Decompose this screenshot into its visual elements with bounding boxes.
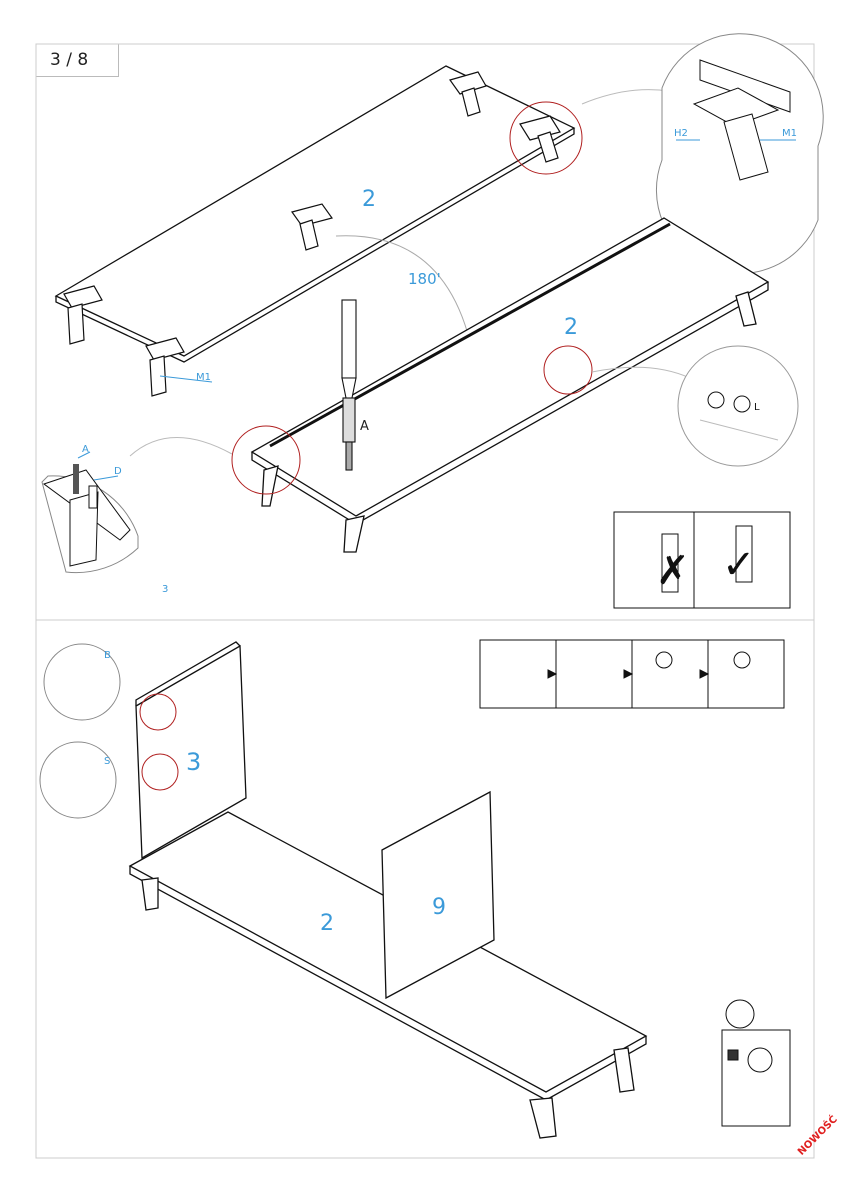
part-number-9: 9 [432,895,446,920]
dowel-detail [41,451,139,574]
part-number-top: 2 [362,187,376,212]
screwdriver-tool [341,299,357,471]
cross-mark-icon: ✗ [656,548,690,594]
label-s: S [104,756,110,767]
dowel-callout-circle [231,425,301,495]
label-l: L [754,402,760,413]
detail-s [39,741,117,819]
fitting-sequence [479,639,785,709]
label-m1-detail: M1 [782,128,797,139]
legs-inverted [63,71,561,397]
label-d: D [114,466,122,477]
callout-connector-2 [591,366,691,379]
part-number-3: 3 [186,748,201,776]
part-number-base2: 2 [320,911,334,936]
page-indicator-box: 3 / 8 [36,44,119,77]
label-h2: H2 [674,128,688,139]
tool-label: A [360,419,369,434]
corner-detail [655,33,824,275]
m1-leader [159,375,213,383]
page-frame [35,43,815,1159]
corner-callout-circle [509,101,583,175]
callout-connector-3 [129,437,233,457]
cam-callout-circle [543,345,593,395]
label-a: A [82,444,89,455]
cam-insertion-guide [613,511,791,609]
label-m1-leg: M1 [196,372,211,383]
callout-s-circle [141,753,179,791]
part-number-base: 2 [564,315,578,340]
cam-detail [677,345,799,467]
callout-b-circle [139,693,177,731]
detail-b [43,643,121,721]
page-indicator: 3 / 8 [50,50,89,70]
rotation-label: 180' [408,270,441,288]
check-mark-icon: ✓ [722,542,756,588]
side-panel-3 [135,641,247,860]
label-b: B [104,650,111,661]
side-panel-9 [381,790,495,1000]
cam-note-box [721,999,791,1127]
base-panel [250,217,770,553]
small-number: 3 [162,584,168,595]
